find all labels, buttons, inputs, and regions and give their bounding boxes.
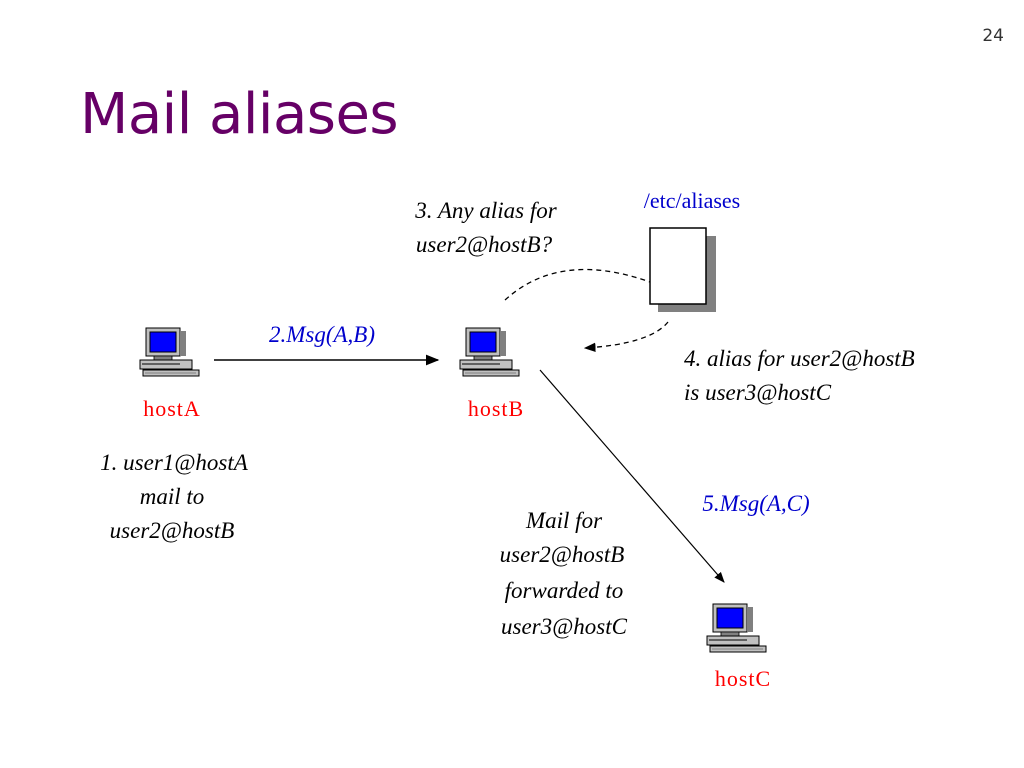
slide-number: 24 (982, 26, 1004, 46)
message-b-to-c-label: 5.Msg(A,C) (702, 491, 809, 516)
host-c-computer-icon (706, 603, 767, 653)
host-a-label: hostA (143, 396, 201, 421)
step-1-note: 1. user1@hostA mail to user2@hostB (100, 450, 249, 543)
step-4-note: 4. alias for user2@hostB is user3@hostC (684, 346, 915, 405)
slide-title: Mail aliases (80, 82, 399, 147)
step-4-line-1: 4. alias for user2@hostB (684, 346, 915, 371)
step-1-line-1: 1. user1@hostA (100, 450, 249, 475)
dashed-reply-from-aliases (583, 321, 669, 353)
step-1-line-2: mail to (140, 484, 205, 509)
dashed-query-to-aliases (504, 268, 651, 301)
message-a-to-b-label: 2.Msg(A,B) (269, 322, 375, 347)
aliases-file-icon (649, 227, 716, 312)
host-b-computer-icon (459, 327, 520, 377)
step-4-line-2: is user3@hostC (684, 380, 832, 405)
forward-note-line-4: user3@hostC (501, 614, 628, 639)
aliases-file-label: /etc/aliases (644, 188, 741, 213)
step-1-line-3: user2@hostB (110, 518, 235, 543)
step-3-line-1: 3. Any alias for (414, 198, 557, 223)
forward-note-line-3: forwarded to (505, 578, 624, 603)
forward-note: Mail for user2@hostB forwarded to user3@… (500, 508, 628, 639)
step-3-line-2: user2@hostB? (416, 232, 553, 257)
forward-note-line-1: Mail for (525, 508, 603, 533)
forward-note-line-2: user2@hostB (500, 542, 625, 567)
host-a-computer-icon (139, 327, 200, 377)
arrow-hostb-to-hostc (539, 369, 725, 583)
step-3-note: 3. Any alias for user2@hostB? (414, 198, 557, 257)
host-b-label: hostB (468, 396, 524, 421)
host-c-label: hostC (715, 666, 771, 691)
